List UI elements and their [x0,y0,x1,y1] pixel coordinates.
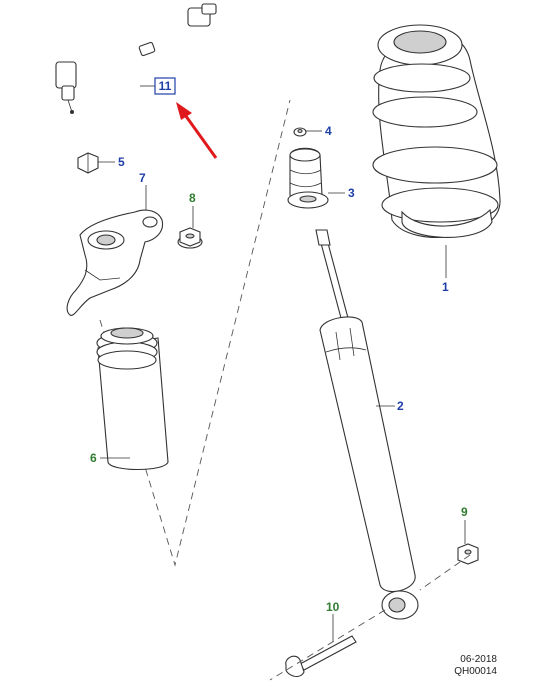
callout-11: 11 [159,79,172,93]
callout-11-box [154,77,176,95]
washer-part [293,127,322,137]
dust-boot-part [96,327,169,470]
callout-6: 6 [90,451,97,465]
diagram-footer: 06-2018 QH00014 [454,654,497,678]
top-mount-part [66,185,164,316]
callout-5: 5 [118,155,125,169]
callout-7: 7 [139,171,146,185]
nut-part [77,152,115,174]
callout-2: 2 [397,399,404,413]
callout-1: 1 [442,280,449,294]
shock-absorber-part [315,229,419,620]
footer-code: QH00014 [454,666,497,677]
bump-stop-part [287,147,345,209]
footer-date: 06-2018 [460,654,497,665]
harness-part [55,3,217,114]
callout-10: 10 [326,600,340,614]
flange-nut-part [177,206,203,249]
air-spring-part [372,24,501,278]
callout-9: 9 [461,505,468,519]
lower-bolt-part [285,614,357,678]
callout-8: 8 [189,191,196,205]
lower-nut-part [457,520,479,565]
bolt-alignment-line [269,554,471,681]
callout-3: 3 [348,186,355,200]
red-arrow [176,102,218,159]
callout-4: 4 [325,124,332,138]
